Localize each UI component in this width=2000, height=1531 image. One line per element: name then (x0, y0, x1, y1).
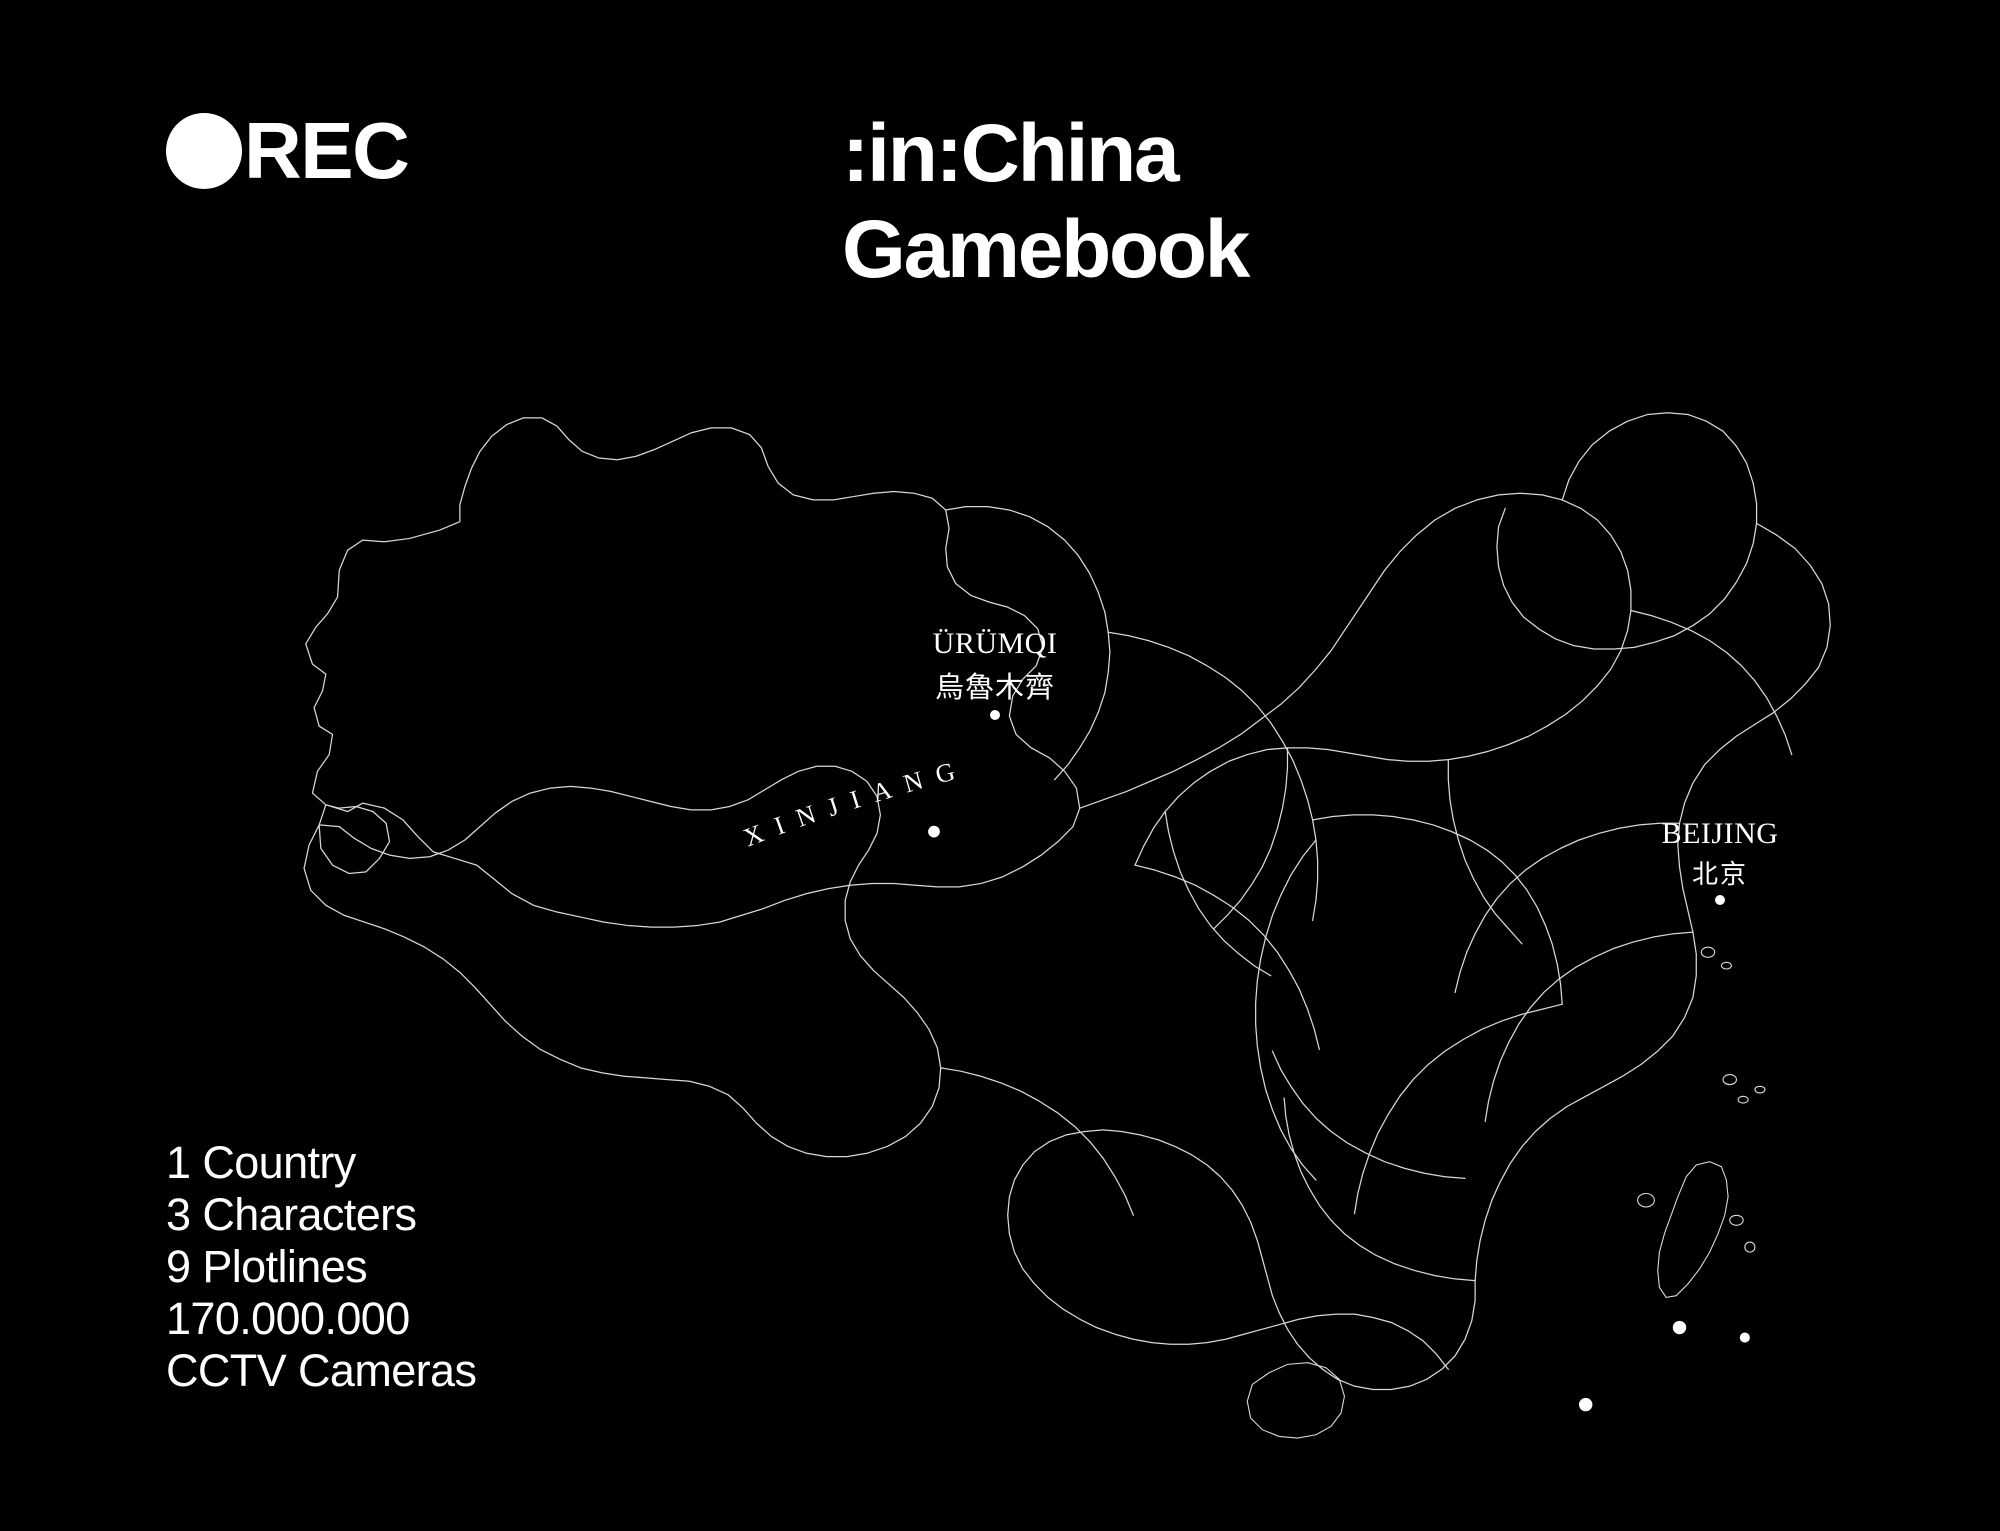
province-xinjiang (306, 418, 1080, 927)
record-dot-icon (166, 113, 242, 189)
province-line-2 (1108, 632, 1317, 920)
province-line-12 (1631, 610, 1792, 754)
province-line-8 (1455, 823, 1679, 992)
stat-characters: 3 Characters (166, 1189, 417, 1240)
city-name-beijing: BEIJING (1661, 817, 1779, 850)
rec-badge: REC (166, 106, 410, 195)
province-northeast (1497, 413, 1757, 649)
island-dot-3 (1739, 1332, 1750, 1343)
city-name-cn-urumqi: 烏魯木齊 (934, 670, 1055, 704)
province-line-1 (946, 507, 1110, 780)
city-dot-beijing (1715, 895, 1725, 905)
map-south-coast (1008, 1130, 1449, 1370)
province-boundaries (941, 507, 1792, 1281)
island-dot-2 (1578, 1397, 1593, 1412)
stat-camera-count: 170.000.000 (166, 1293, 410, 1344)
region-label-xinjiang: XINJIANG (740, 735, 1080, 875)
stat-countries: 1 Country (166, 1137, 356, 1188)
rec-label: REC (244, 106, 410, 195)
map-geometry (304, 413, 1830, 1438)
china-map-container: ÜRÜMQI 烏魯木齊 BEIJING 北京 XINJIANG (290, 195, 1970, 1485)
province-line-10 (941, 1068, 1134, 1215)
city-dot-urumqi (990, 710, 1000, 720)
province-line-15 (1165, 812, 1271, 976)
offshore-islets (1638, 947, 1765, 1252)
province-tibet (304, 766, 941, 1156)
city-label-beijing: BEIJING 北京 (1615, 817, 1825, 905)
island-hainan (1247, 1363, 1344, 1438)
province-line-11 (1272, 1051, 1465, 1178)
city-name-cn-beijing: 北京 (1691, 860, 1748, 890)
province-line-4 (1256, 840, 1316, 1180)
page-title: :in:China Gamebook (842, 106, 1250, 298)
province-inner-mongolia (1080, 493, 1631, 865)
province-line-6 (1354, 1004, 1562, 1213)
region-label-xinjiang-text: XINJIANG (740, 753, 972, 853)
province-line-9 (1135, 865, 1319, 1049)
stat-camera-label: CCTV Cameras (166, 1345, 477, 1396)
map-east-coast (1103, 523, 1830, 1389)
island-taiwan (1658, 1162, 1728, 1298)
province-line-13 (1448, 760, 1522, 944)
stat-plotlines: 9 Plotlines (166, 1241, 368, 1292)
title-line-1: :in:China (842, 108, 1180, 199)
city-label-urumqi: ÜRÜMQI 烏魯木齊 (890, 627, 1100, 720)
city-name-urumqi: ÜRÜMQI (932, 627, 1058, 660)
title-line-2: Gamebook (842, 204, 1250, 295)
stats-list: 1 Country 3 Characters 9 Plotlines 170.0… (166, 1137, 477, 1397)
province-line-7 (1485, 932, 1693, 1121)
province-line-5 (1284, 1098, 1475, 1281)
island-dot-1 (1672, 1320, 1687, 1335)
province-line-3 (1313, 815, 1563, 1004)
map-point-marker-central (928, 825, 940, 838)
china-outline-map (290, 195, 1970, 1485)
province-line-14 (1214, 748, 1288, 929)
